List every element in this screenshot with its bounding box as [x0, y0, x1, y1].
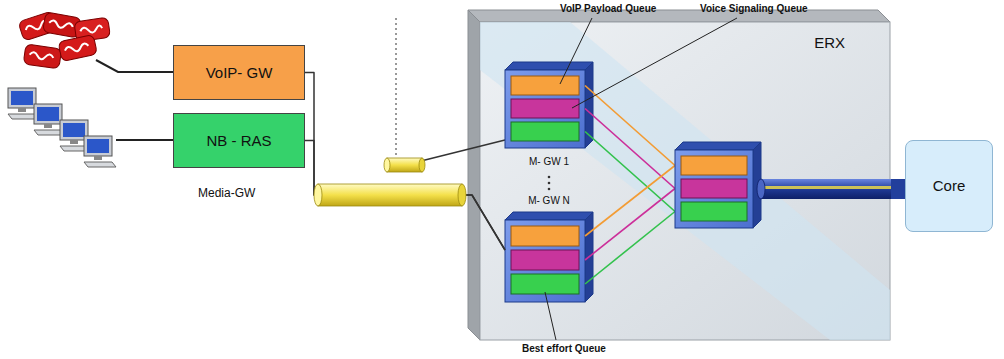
telephone-cluster: [23, 44, 61, 69]
router-chassis: ERX M- GW 1 M- GW N: [480, 22, 890, 340]
queue-block: [511, 226, 579, 246]
queue-mapping-lines: [585, 86, 675, 166]
gateway-box: VoIP- GW: [173, 45, 305, 100]
queue-block: [681, 202, 747, 221]
continuation-dots: [548, 188, 551, 191]
telephone-cluster: [18, 11, 173, 72]
node-label: M- GW 1: [529, 156, 569, 168]
queue-mapping-lines: [585, 86, 675, 285]
queue-block: [511, 250, 579, 270]
access-pipe: [314, 184, 466, 206]
telephone-cluster: [64, 43, 89, 54]
router-chassis-body: [480, 22, 890, 340]
callout-label: Voice Signaling Queue: [700, 3, 808, 15]
boundary-dotted-line: [396, 18, 397, 155]
queue-mapping-lines: [585, 212, 675, 285]
core-uplink: [890, 179, 905, 199]
queue-group: M- GW 1: [505, 64, 593, 170]
telephone-cluster: [58, 35, 97, 62]
queue-block: [505, 212, 593, 302]
telephone-cluster: [58, 35, 97, 62]
computer-cluster: [94, 156, 102, 160]
queue-mapping-lines: [585, 166, 675, 237]
router-chassis-body: [480, 22, 890, 340]
continuation-dots: [548, 182, 551, 185]
leader-line: [560, 18, 592, 84]
leader-line: [572, 18, 737, 108]
computer-cluster: [84, 162, 116, 167]
core-network-box: Core: [905, 140, 993, 232]
computer-cluster: [8, 88, 173, 167]
node-label: VoIP- GW: [206, 64, 273, 82]
queue-block: [511, 76, 579, 95]
core-pipe: [761, 186, 891, 189]
leader-line: [545, 292, 556, 340]
computer-cluster: [11, 91, 33, 105]
queue-block: [675, 142, 761, 228]
access-pipe: [384, 158, 425, 172]
computer-cluster: [8, 88, 36, 108]
queue-block: [505, 62, 593, 148]
node-label: Core: [933, 177, 966, 195]
queue-block: [681, 179, 747, 198]
telephone-cluster: [96, 60, 173, 72]
core-pipe: [757, 179, 765, 199]
node-label: ERX: [814, 34, 845, 52]
access-link: [305, 141, 505, 251]
computer-cluster: [87, 139, 109, 153]
callout-label: Best effort Queue: [522, 343, 606, 355]
access-pipe: [419, 158, 425, 172]
queue-mapping-lines: [585, 189, 675, 261]
callout-label: Media-GW: [198, 186, 255, 200]
continuation-dots: [548, 176, 551, 179]
access-pipe: [314, 184, 322, 206]
access-pipe: [458, 184, 466, 206]
access-pipe: [387, 158, 422, 172]
router-chassis-body: [468, 10, 890, 340]
queue-block: [505, 62, 593, 70]
computer-cluster: [116, 139, 173, 141]
computer-cluster: [70, 140, 78, 144]
queue-block: [675, 142, 761, 150]
node-label: NB - RAS: [206, 132, 271, 150]
queue-block: [505, 220, 585, 302]
queue-block: [511, 274, 579, 294]
computer-cluster: [37, 107, 59, 121]
callout-label: VoIP Payload Queue: [560, 3, 656, 15]
boundary-dotted-line: [396, 18, 397, 155]
leader-line: [545, 18, 737, 340]
computer-cluster: [63, 123, 85, 137]
router-chassis-body: [468, 10, 480, 340]
telephone-cluster: [29, 52, 54, 61]
router-chassis-body: [468, 10, 890, 22]
computer-cluster: [44, 124, 52, 128]
access-link: [305, 73, 505, 251]
computer-cluster: [18, 108, 26, 112]
queue-group: M- GW N: [505, 193, 593, 298]
telephone-cluster: [23, 44, 61, 69]
telephone-cluster: [49, 20, 74, 30]
telephone-cluster: [80, 25, 103, 34]
node-label: M- GW N: [528, 195, 570, 207]
continuation-dots: [548, 176, 551, 191]
queue-block: [675, 150, 753, 228]
queue-block: [505, 212, 593, 220]
queue-block: [511, 122, 579, 141]
core-pipe: [757, 179, 891, 199]
computer-cluster: [84, 136, 112, 156]
computer-cluster: [34, 104, 62, 124]
core-pipe: [761, 179, 891, 199]
computer-cluster: [84, 136, 116, 167]
access-pipe: [318, 184, 462, 206]
access-pipe: [384, 158, 390, 172]
gateway-box: NB - RAS: [173, 113, 305, 168]
queue-block: [681, 156, 747, 175]
queue-block: [505, 70, 585, 148]
queue-block: [511, 99, 579, 118]
